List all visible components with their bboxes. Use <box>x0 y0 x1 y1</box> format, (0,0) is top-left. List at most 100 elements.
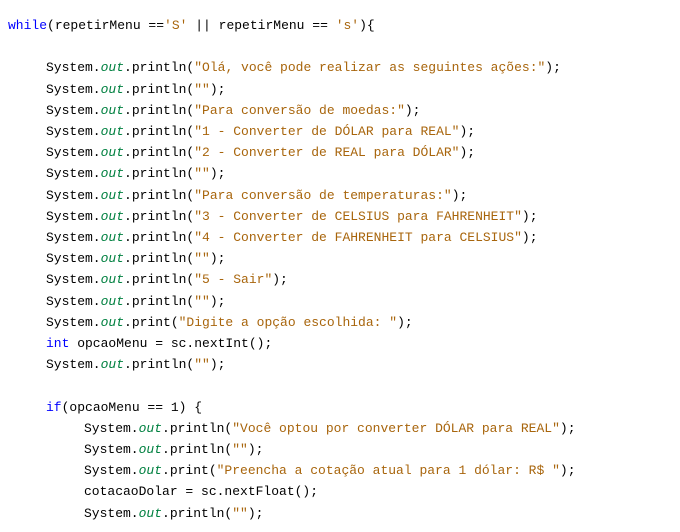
code-token-plain: System. <box>46 230 101 245</box>
code-line[interactable]: System.out.println("Você optou por conve… <box>84 418 576 439</box>
code-line[interactable]: System.out.println("5 - Sair"); <box>46 269 288 290</box>
code-token-plain: .println( <box>162 442 233 457</box>
code-token-str: "5 - Sair" <box>194 272 273 288</box>
code-line[interactable]: System.out.print("Digite a opção escolhi… <box>46 312 413 333</box>
code-token-field: out <box>100 230 125 245</box>
code-line[interactable]: System.out.println(""); <box>46 291 225 312</box>
code-line[interactable]: System.out.println(""); <box>46 163 225 184</box>
code-token-field: out <box>100 145 125 161</box>
code-token-plain: .println( <box>124 102 195 118</box>
code-token-plain: System. <box>46 60 101 76</box>
code-token-field: out <box>100 60 125 76</box>
code-token-plain: .println( <box>124 251 195 267</box>
code-line[interactable]: System.out.println(""); <box>84 503 263 524</box>
code-token-plain: System. <box>46 102 101 118</box>
code-token-field: out <box>138 442 163 457</box>
code-token-field: out <box>100 166 125 182</box>
code-token-field: out <box>138 505 163 521</box>
code-line[interactable]: System.out.println("Para conversão de te… <box>46 185 467 206</box>
code-line[interactable]: if(opcaoMenu == 1) { <box>46 397 202 418</box>
code-token-plain: ); <box>559 463 576 479</box>
code-line[interactable]: System.out.println("3 - Converter de CEL… <box>46 206 538 227</box>
code-token-plain: System. <box>46 293 101 309</box>
code-token-plain: .println( <box>162 420 233 436</box>
code-token-plain: System. <box>46 187 101 203</box>
code-token-plain: System. <box>46 314 101 330</box>
code-token-plain: ); <box>209 166 226 182</box>
code-line[interactable]: System.out.println(""); <box>46 79 225 100</box>
code-line[interactable]: System.out.println(""); <box>46 248 225 269</box>
code-token-plain: || repetirMenu == <box>187 18 336 33</box>
code-token-plain: ); <box>521 230 538 245</box>
code-line[interactable]: int opcaoMenu = sc.nextInt(); <box>46 333 272 354</box>
code-token-kw: int <box>46 336 70 351</box>
code-token-plain: System. <box>46 251 101 267</box>
code-line[interactable]: while(repetirMenu =='S' || repetirMenu =… <box>8 15 375 36</box>
code-token-plain: ); <box>459 145 476 161</box>
code-line[interactable]: cotacaoDolar = sc.nextFloat(); <box>84 481 318 502</box>
code-token-plain: ){ <box>359 18 375 33</box>
code-token-field: out <box>100 124 125 139</box>
code-token-plain: .println( <box>124 145 195 161</box>
code-token-plain: ); <box>272 272 288 288</box>
code-token-str: "" <box>194 81 210 97</box>
code-token-plain: ); <box>209 293 226 309</box>
code-token-field: out <box>100 102 125 118</box>
code-token-plain: .println( <box>124 60 195 76</box>
code-line[interactable]: System.out.println("1 - Converter de DÓL… <box>46 121 475 142</box>
code-token-kw: while <box>8 18 48 33</box>
code-token-kw: if <box>46 399 62 415</box>
code-token-str: "" <box>194 293 210 309</box>
code-token-plain: .println( <box>124 187 195 203</box>
code-token-field: out <box>138 420 163 436</box>
code-token-plain: ); <box>404 102 421 118</box>
code-token-field: out <box>100 314 125 330</box>
code-token-plain: .println( <box>124 208 195 224</box>
code-line[interactable]: System.out.println("Para conversão de mo… <box>46 100 420 121</box>
code-token-plain: .println( <box>124 293 195 309</box>
code-token-plain: .println( <box>124 230 195 245</box>
code-line[interactable]: System.out.println(""); <box>84 439 263 460</box>
code-token-str: "Digite a opção escolhida: " <box>178 314 398 330</box>
code-token-field: out <box>100 187 125 203</box>
code-token-str: "2 - Converter de REAL para DÓLAR" <box>194 145 460 161</box>
code-line[interactable]: System.out.println(""); <box>46 354 225 375</box>
code-token-plain: System. <box>84 442 139 457</box>
code-line[interactable]: System.out.println("2 - Converter de REA… <box>46 142 475 163</box>
code-token-str: 's' <box>335 18 360 33</box>
code-token-field: out <box>100 293 125 309</box>
code-token-str: "Para conversão de temperaturas:" <box>194 187 452 203</box>
code-token-str: "" <box>194 166 210 182</box>
code-token-plain: .println( <box>124 166 195 182</box>
code-token-plain: cotacaoDolar = sc.nextFloat(); <box>84 484 319 500</box>
code-token-plain: .println( <box>162 505 233 521</box>
code-token-str: "Você optou por converter DÓLAR para REA… <box>232 420 560 436</box>
code-line[interactable]: System.out.println("Olá, você pode reali… <box>46 57 561 78</box>
code-line[interactable]: System.out.print("Preencha a cotação atu… <box>84 460 576 481</box>
code-token-plain: System. <box>46 124 101 139</box>
code-token-str: "Olá, você pode realizar as seguintes aç… <box>194 60 546 76</box>
code-token-plain: ); <box>247 442 264 457</box>
code-token-plain: System. <box>46 208 101 224</box>
code-token-plain: .println( <box>124 272 195 288</box>
code-token-plain: .print( <box>124 314 179 330</box>
code-token-plain: ); <box>209 251 226 267</box>
code-token-plain: ); <box>209 357 226 373</box>
code-token-str: "" <box>232 442 248 457</box>
code-token-plain: System. <box>84 420 139 436</box>
code-token-plain: System. <box>84 505 139 521</box>
code-token-str: "" <box>194 357 210 373</box>
code-token-plain: System. <box>84 463 139 479</box>
code-token-plain: .println( <box>124 357 195 373</box>
code-token-plain: ); <box>451 187 468 203</box>
code-token-str: "4 - Converter de FAHRENHEIT para CELSIU… <box>194 230 522 245</box>
code-token-field: out <box>100 208 125 224</box>
code-token-field: out <box>100 251 125 267</box>
code-token-str: "3 - Converter de CELSIUS para FAHRENHEI… <box>194 208 522 224</box>
code-token-plain: ); <box>545 60 561 76</box>
code-token-plain: System. <box>46 357 101 373</box>
code-token-plain: System. <box>46 272 101 288</box>
code-line[interactable]: System.out.println("4 - Converter de FAH… <box>46 227 538 248</box>
code-token-plain: (repetirMenu == <box>47 18 165 33</box>
